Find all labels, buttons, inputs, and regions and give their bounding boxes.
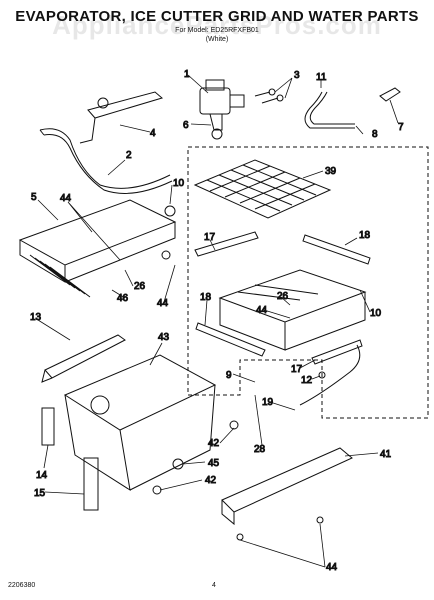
rail-18b-part bbox=[195, 322, 266, 357]
callout-41: 41 bbox=[380, 449, 392, 460]
evaporator-part bbox=[18, 199, 177, 298]
cutter-grid-part bbox=[193, 159, 332, 219]
callout-2: 2 bbox=[126, 150, 132, 161]
grid-frame-part bbox=[218, 269, 367, 351]
callout-46: 46 bbox=[117, 293, 129, 304]
callout-13: 13 bbox=[30, 312, 42, 323]
harness-part bbox=[39, 128, 173, 194]
callout-42b: 42 bbox=[205, 475, 217, 486]
bracket-rod-part bbox=[79, 91, 164, 144]
model-line: For Model: ED25RFXFB01 bbox=[175, 27, 259, 34]
screw-44d bbox=[236, 533, 244, 541]
callout-6: 6 bbox=[183, 120, 189, 131]
callout-44c: 44 bbox=[256, 305, 268, 316]
callout-4: 4 bbox=[150, 128, 156, 139]
nozzle-part bbox=[379, 87, 401, 102]
valve-screws-part bbox=[254, 88, 284, 104]
wire-19-part bbox=[299, 344, 361, 406]
callout-3: 3 bbox=[294, 70, 300, 81]
rail-17a-part bbox=[194, 231, 259, 257]
callout-12: 12 bbox=[301, 375, 313, 386]
screw-12 bbox=[318, 371, 326, 379]
callout-14: 14 bbox=[36, 470, 48, 481]
water-valve-part bbox=[199, 79, 245, 140]
watermark: AppliancePartsPros.com bbox=[52, 10, 382, 40]
callout-7: 7 bbox=[398, 122, 404, 133]
callout-17a: 17 bbox=[204, 232, 216, 243]
fill-tube-part bbox=[304, 91, 355, 129]
screw-42a bbox=[229, 420, 239, 430]
color-line: (White) bbox=[205, 36, 229, 43]
callout-8: 8 bbox=[372, 129, 378, 140]
callout-15: 15 bbox=[34, 488, 46, 499]
callout-18a: 18 bbox=[359, 230, 371, 241]
callout-26a: 26 bbox=[134, 281, 146, 292]
rail-18a-part bbox=[302, 234, 371, 265]
page-number: 4 bbox=[212, 582, 216, 589]
callout-26b: 26 bbox=[277, 291, 289, 302]
assembly-dashed-outline bbox=[187, 146, 429, 419]
document-number: 2206380 bbox=[8, 582, 36, 589]
callout-10a: 10 bbox=[173, 178, 185, 189]
callout-5: 5 bbox=[31, 192, 37, 203]
screw-42b bbox=[152, 485, 162, 495]
callout-1: 1 bbox=[184, 69, 190, 80]
callout-10b: 10 bbox=[370, 308, 382, 319]
leader-lines bbox=[37, 74, 399, 568]
cylinder-15-part bbox=[83, 457, 99, 511]
callout-45: 45 bbox=[208, 458, 220, 469]
front-panel-part bbox=[221, 447, 353, 526]
callout-44b: 44 bbox=[157, 298, 169, 309]
page-title: EVAPORATOR, ICE CUTTER GRID AND WATER PA… bbox=[15, 8, 419, 25]
drain-trough-part bbox=[41, 334, 126, 383]
callout-17b: 17 bbox=[291, 364, 303, 375]
callout-19: 19 bbox=[262, 397, 274, 408]
callout-39: 39 bbox=[325, 166, 337, 177]
rail-17b-part bbox=[311, 339, 363, 365]
callout-44a: 44 bbox=[60, 193, 72, 204]
callout-28: 28 bbox=[254, 444, 266, 455]
callout-43: 43 bbox=[158, 332, 170, 343]
callout-9: 9 bbox=[226, 370, 232, 381]
callout-18b: 18 bbox=[200, 292, 212, 303]
callout-42a: 42 bbox=[208, 438, 220, 449]
callout-11: 11 bbox=[316, 72, 327, 83]
screw-44e bbox=[316, 516, 324, 524]
callout-44d: 44 bbox=[326, 562, 338, 573]
cylinder-14-part bbox=[41, 407, 55, 446]
ice-pan-part bbox=[63, 354, 217, 492]
